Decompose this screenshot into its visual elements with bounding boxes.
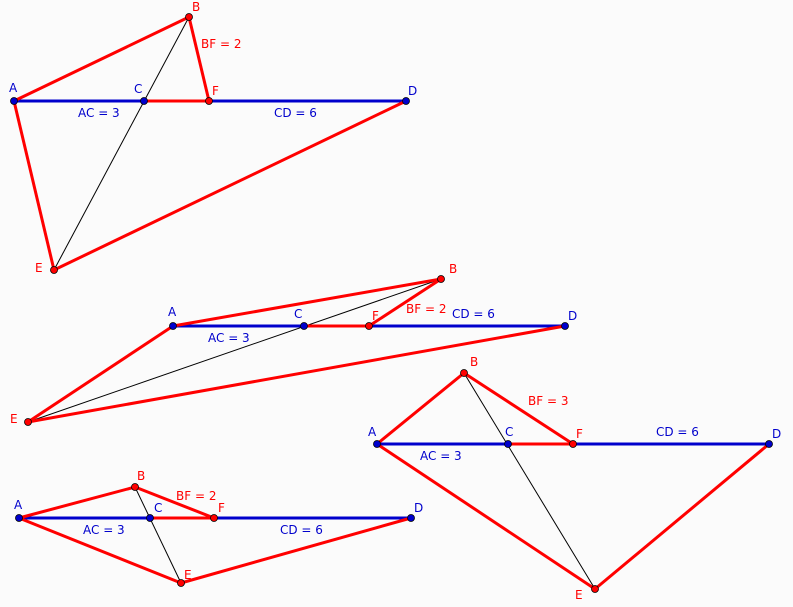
segment-ed[interactable] bbox=[27, 324, 566, 424]
segment-ae[interactable] bbox=[12, 100, 56, 271]
segment-ae[interactable] bbox=[376, 442, 596, 591]
segment-ae[interactable] bbox=[18, 516, 182, 585]
cevian-be[interactable] bbox=[134, 486, 182, 584]
segment-ab[interactable] bbox=[18, 485, 136, 520]
segment-bf[interactable] bbox=[368, 277, 442, 328]
segment-bf[interactable] bbox=[187, 16, 211, 102]
segment-ab[interactable] bbox=[376, 371, 465, 446]
point-c[interactable] bbox=[146, 514, 154, 522]
point-label-d: D bbox=[568, 309, 577, 323]
measure-bf: BF = 2 bbox=[406, 302, 446, 316]
point-b[interactable] bbox=[185, 13, 193, 21]
point-label-c: C bbox=[505, 425, 513, 439]
segment-ae[interactable] bbox=[27, 324, 174, 424]
point-e[interactable] bbox=[24, 418, 32, 426]
point-label-f: F bbox=[212, 84, 219, 98]
point-a[interactable] bbox=[15, 514, 23, 522]
measure-ac: AC = 3 bbox=[208, 331, 250, 345]
point-c[interactable] bbox=[504, 440, 512, 448]
point-label-c: C bbox=[134, 82, 142, 96]
cevian-be[interactable] bbox=[463, 372, 596, 590]
cevian-be[interactable] bbox=[27, 278, 442, 423]
point-e[interactable] bbox=[591, 585, 599, 593]
measure-bf: BF = 2 bbox=[201, 37, 241, 51]
segment-ed[interactable] bbox=[594, 442, 770, 591]
point-e[interactable] bbox=[177, 579, 185, 587]
point-label-b: B bbox=[137, 469, 145, 483]
point-label-a: A bbox=[168, 305, 177, 319]
point-b[interactable] bbox=[437, 275, 445, 283]
measure-bf: BF = 3 bbox=[528, 394, 568, 408]
measure-ac: AC = 3 bbox=[420, 449, 462, 463]
point-label-d: D bbox=[408, 84, 417, 98]
segment-ab[interactable] bbox=[172, 277, 442, 328]
point-label-d: D bbox=[414, 501, 423, 515]
measure-cd: CD = 6 bbox=[656, 425, 699, 439]
point-d[interactable] bbox=[765, 440, 773, 448]
figure-1: A B C D E F AC = 3 CD = 6 BF = 2 bbox=[9, 0, 417, 275]
point-label-d: D bbox=[772, 427, 781, 441]
measure-cd: CD = 6 bbox=[274, 106, 317, 120]
point-d[interactable] bbox=[402, 97, 410, 105]
segment-ed[interactable] bbox=[180, 516, 412, 585]
cevian-be[interactable] bbox=[53, 16, 190, 271]
point-b[interactable] bbox=[131, 483, 139, 491]
point-label-c: C bbox=[154, 501, 162, 515]
segment-ed[interactable] bbox=[53, 99, 407, 272]
point-d[interactable] bbox=[561, 322, 569, 330]
point-c[interactable] bbox=[140, 97, 148, 105]
point-label-b: B bbox=[449, 262, 457, 276]
figure-3: A B C D E F AC = 3 CD = 6 BF = 3 bbox=[368, 355, 781, 602]
point-label-f: F bbox=[576, 427, 583, 441]
point-b[interactable] bbox=[460, 369, 468, 377]
point-label-e: E bbox=[184, 568, 192, 582]
point-label-f: F bbox=[218, 501, 225, 515]
point-label-c: C bbox=[294, 307, 302, 321]
point-label-a: A bbox=[9, 81, 18, 95]
figure-4: A B C D E F AC = 3 CD = 6 BF = 2 bbox=[14, 469, 423, 587]
segment-bf[interactable] bbox=[463, 371, 574, 446]
point-f[interactable] bbox=[569, 440, 577, 448]
point-a[interactable] bbox=[10, 97, 18, 105]
segment-bf[interactable] bbox=[134, 485, 215, 520]
point-label-a: A bbox=[14, 498, 23, 512]
point-a[interactable] bbox=[169, 322, 177, 330]
figure-2: A B C D E F AC = 3 CD = 6 BF = 2 bbox=[10, 262, 577, 426]
point-label-f: F bbox=[372, 309, 379, 323]
segment-ab[interactable] bbox=[13, 15, 190, 103]
measure-bf: BF = 2 bbox=[176, 489, 216, 503]
measure-cd: CD = 6 bbox=[452, 307, 495, 321]
point-label-e: E bbox=[575, 588, 583, 602]
point-f[interactable] bbox=[210, 514, 218, 522]
point-c[interactable] bbox=[300, 322, 308, 330]
point-label-e: E bbox=[10, 412, 18, 426]
measure-cd: CD = 6 bbox=[280, 523, 323, 537]
point-d[interactable] bbox=[407, 514, 415, 522]
point-a[interactable] bbox=[373, 440, 381, 448]
measure-ac: AC = 3 bbox=[83, 523, 125, 537]
point-label-b: B bbox=[470, 355, 478, 369]
point-e[interactable] bbox=[50, 266, 58, 274]
point-label-a: A bbox=[368, 425, 377, 439]
point-f[interactable] bbox=[205, 97, 213, 105]
point-f[interactable] bbox=[365, 322, 373, 330]
point-label-b: B bbox=[192, 0, 200, 14]
point-label-e: E bbox=[35, 261, 43, 275]
measure-ac: AC = 3 bbox=[78, 106, 120, 120]
